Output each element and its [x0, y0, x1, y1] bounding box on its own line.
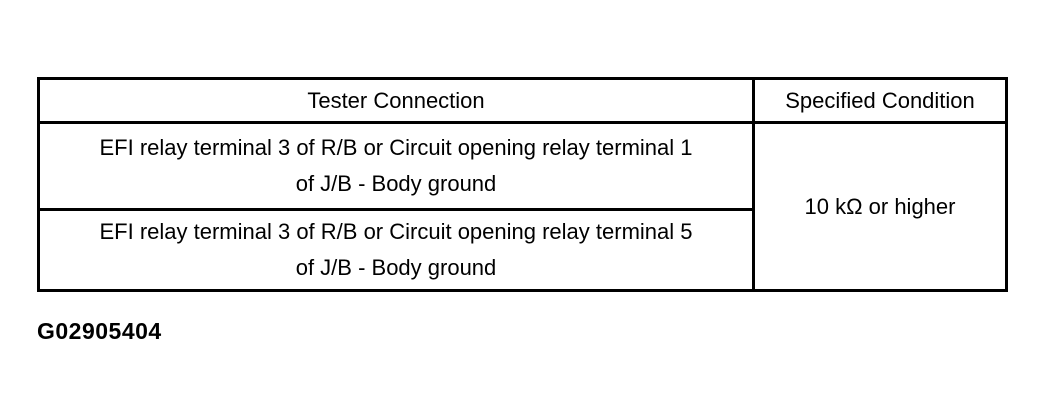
specified-condition-cell: 10 kΩ or higher [752, 121, 1008, 292]
figure-id: G02905404 [37, 318, 162, 344]
tester-connection-line: of J/B - Body ground [295, 171, 497, 196]
tester-connection-cell: EFI relay terminal 3 of R/B or Circuit o… [37, 121, 755, 211]
col-header-specified-condition: Specified Condition [752, 77, 1008, 124]
specified-condition-table: Tester Connection Specified Condition EF… [37, 77, 1008, 292]
tester-connection-line: of J/B - Body ground [295, 255, 497, 280]
table-row: EFI relay terminal 3 of R/B or Circuit o… [37, 121, 1008, 292]
table-header-row: Tester Connection Specified Condition [37, 77, 1008, 124]
table-row: EFI relay terminal 3 of R/B or Circuit o… [37, 208, 1007, 292]
tester-connection-line: EFI relay terminal 3 of R/B or Circuit o… [99, 219, 693, 244]
tester-connection-line: EFI relay terminal 3 of R/B or Circuit o… [99, 135, 693, 160]
tester-connection-cell: EFI relay terminal 3 of R/B or Circuit o… [37, 208, 755, 292]
col-header-tester-connection: Tester Connection [37, 77, 755, 124]
